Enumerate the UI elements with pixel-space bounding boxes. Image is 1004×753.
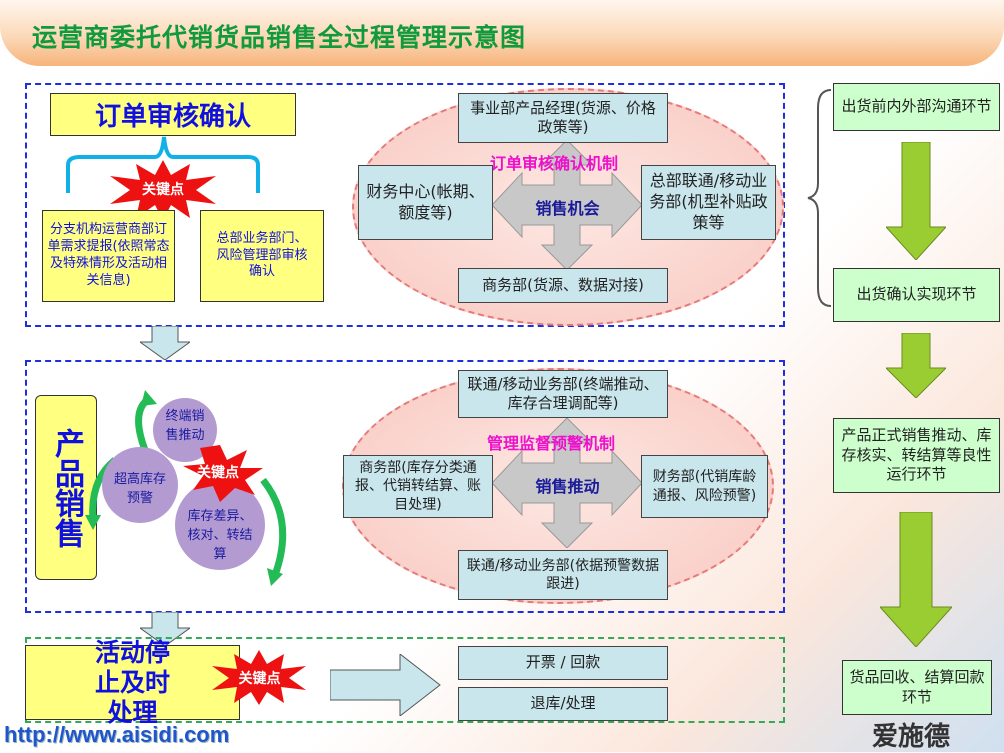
down-arrow-icon: [880, 512, 952, 647]
stage-formal-sales: 产品正式销售推动、库存核实、转结算等良性运行环节: [833, 418, 1000, 493]
hq-unicom-mobile-box: 总部联通/移动业务部(机型补贴政策等: [641, 165, 776, 240]
stage-pre-shipment: 出货前内外部沟通环节: [833, 83, 1000, 131]
section-order-review: [25, 83, 785, 327]
invoice-payment-box[interactable]: 开票 / 回款: [458, 646, 668, 680]
stage-recovery-settlement: 货品回收、结算回款环节: [842, 660, 992, 715]
commerce-dept-box: 商务部(货源、数据对接): [458, 268, 668, 303]
product-sales-scroll: 产品销售: [35, 395, 97, 580]
right-arrow-icon: [330, 654, 441, 716]
right-brace-icon: [807, 89, 832, 307]
gear-inventory-reconcile: 库存差异、核对、转结算: [187, 509, 253, 562]
down-arrow-icon: [140, 326, 190, 360]
return-handling-label: 退库/处理: [530, 694, 596, 713]
down-arrow-icon: [886, 142, 946, 260]
product-manager-box: 事业部产品经理(货源、价格政策等): [458, 93, 668, 143]
page-title: 运营商委托代销货品销售全过程管理示意图: [32, 23, 527, 52]
gear-high-inventory-alert: 超高库存预警: [113, 472, 166, 506]
cross-arrow-icon: [492, 140, 642, 270]
keypoint-label: 关键点: [197, 465, 239, 481]
gears-cycle-icon: [85, 390, 287, 586]
commerce-inventory-box: 商务部(库存分类通报、代销转结算、账目处理): [343, 455, 493, 518]
order-mechanism-label: 订单审核确认机制: [490, 154, 619, 173]
gear-terminal-sales: 终端销售推动: [165, 409, 205, 443]
sales-promotion-label: 销售推动: [535, 477, 600, 496]
keypoint-starburst-icon: [110, 160, 216, 220]
unicom-mobile-followup-box: 联通/移动业务部(依据预警数据跟进): [458, 550, 668, 600]
stage-shipment-confirm: 出货确认实现环节: [833, 268, 1000, 322]
return-handling-box[interactable]: 退库/处理: [458, 687, 668, 721]
invoice-payment-label: 开票 / 回款: [525, 653, 601, 672]
branch-order-box: 分支机构运营商部订单需求提报(依照常态及特殊情形及活动相关信息): [42, 210, 175, 302]
finance-dept-box: 财务部(代销库龄通报、风险预警): [641, 455, 768, 518]
hq-review-box: 总部业务部门、风险管理部审核确认: [200, 210, 324, 302]
company-logo: 爱施德: [872, 722, 951, 752]
brace-icon: [66, 136, 260, 193]
order-review-header: 订单审核确认: [50, 93, 296, 136]
activity-stop-header: 活动停止及时处理: [25, 638, 240, 727]
website-url[interactable]: http://www.aisidi.com: [4, 722, 230, 747]
finance-center-box: 财务中心(帐期、额度等): [358, 165, 493, 240]
keypoint-label: 关键点: [238, 671, 281, 687]
keypoint-label: 关键点: [142, 182, 184, 198]
title-banner: [0, 0, 1004, 66]
sales-opportunity-label: 销售机会: [535, 199, 600, 218]
cross-arrow-icon: [492, 418, 642, 548]
supervision-mechanism-label: 管理监督预警机制: [487, 434, 616, 453]
unicom-mobile-promotion-box: 联通/移动业务部(终端推动、库存合理调配等): [458, 370, 668, 418]
section-product-sales: [25, 360, 785, 613]
keypoint-starburst-icon: [212, 650, 306, 705]
down-arrow-icon: [886, 333, 946, 398]
